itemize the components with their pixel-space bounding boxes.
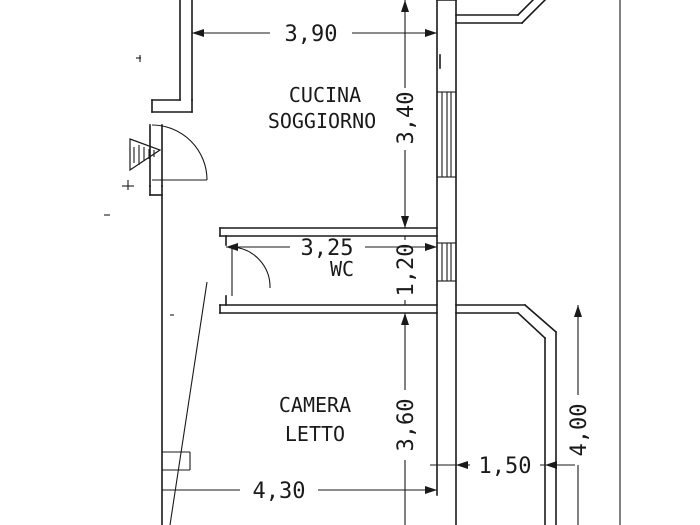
dim-bedroom-depth: 3,60 (394, 399, 419, 452)
walls (104, 0, 621, 525)
dim-wc-width: 3,25 (301, 236, 354, 261)
dim-balcony-length: 4,00 (567, 404, 592, 457)
bedroom-sliding-door (169, 281, 208, 525)
wc-door (231, 246, 271, 296)
dimension-lines (162, 0, 582, 525)
entrance-door (149, 124, 208, 187)
bedroom-label-line1: CAMERA (279, 393, 351, 417)
dim-balcony-width: 1,50 (479, 454, 532, 479)
bedroom-label-line2: LETTO (285, 422, 345, 446)
dim-bedroom-width: 4,30 (253, 479, 306, 504)
kitchen-label-line2: SOGGIORNO (268, 109, 376, 133)
dim-kitchen-depth: 3,40 (394, 92, 419, 145)
dim-kitchen-width: 3,90 (285, 22, 338, 47)
wc-label: WC (330, 257, 354, 281)
stair-arrow-icon (122, 55, 162, 190)
kitchen-label-line1: CUCINA (289, 83, 361, 107)
dim-wc-depth: 1,20 (394, 244, 419, 297)
